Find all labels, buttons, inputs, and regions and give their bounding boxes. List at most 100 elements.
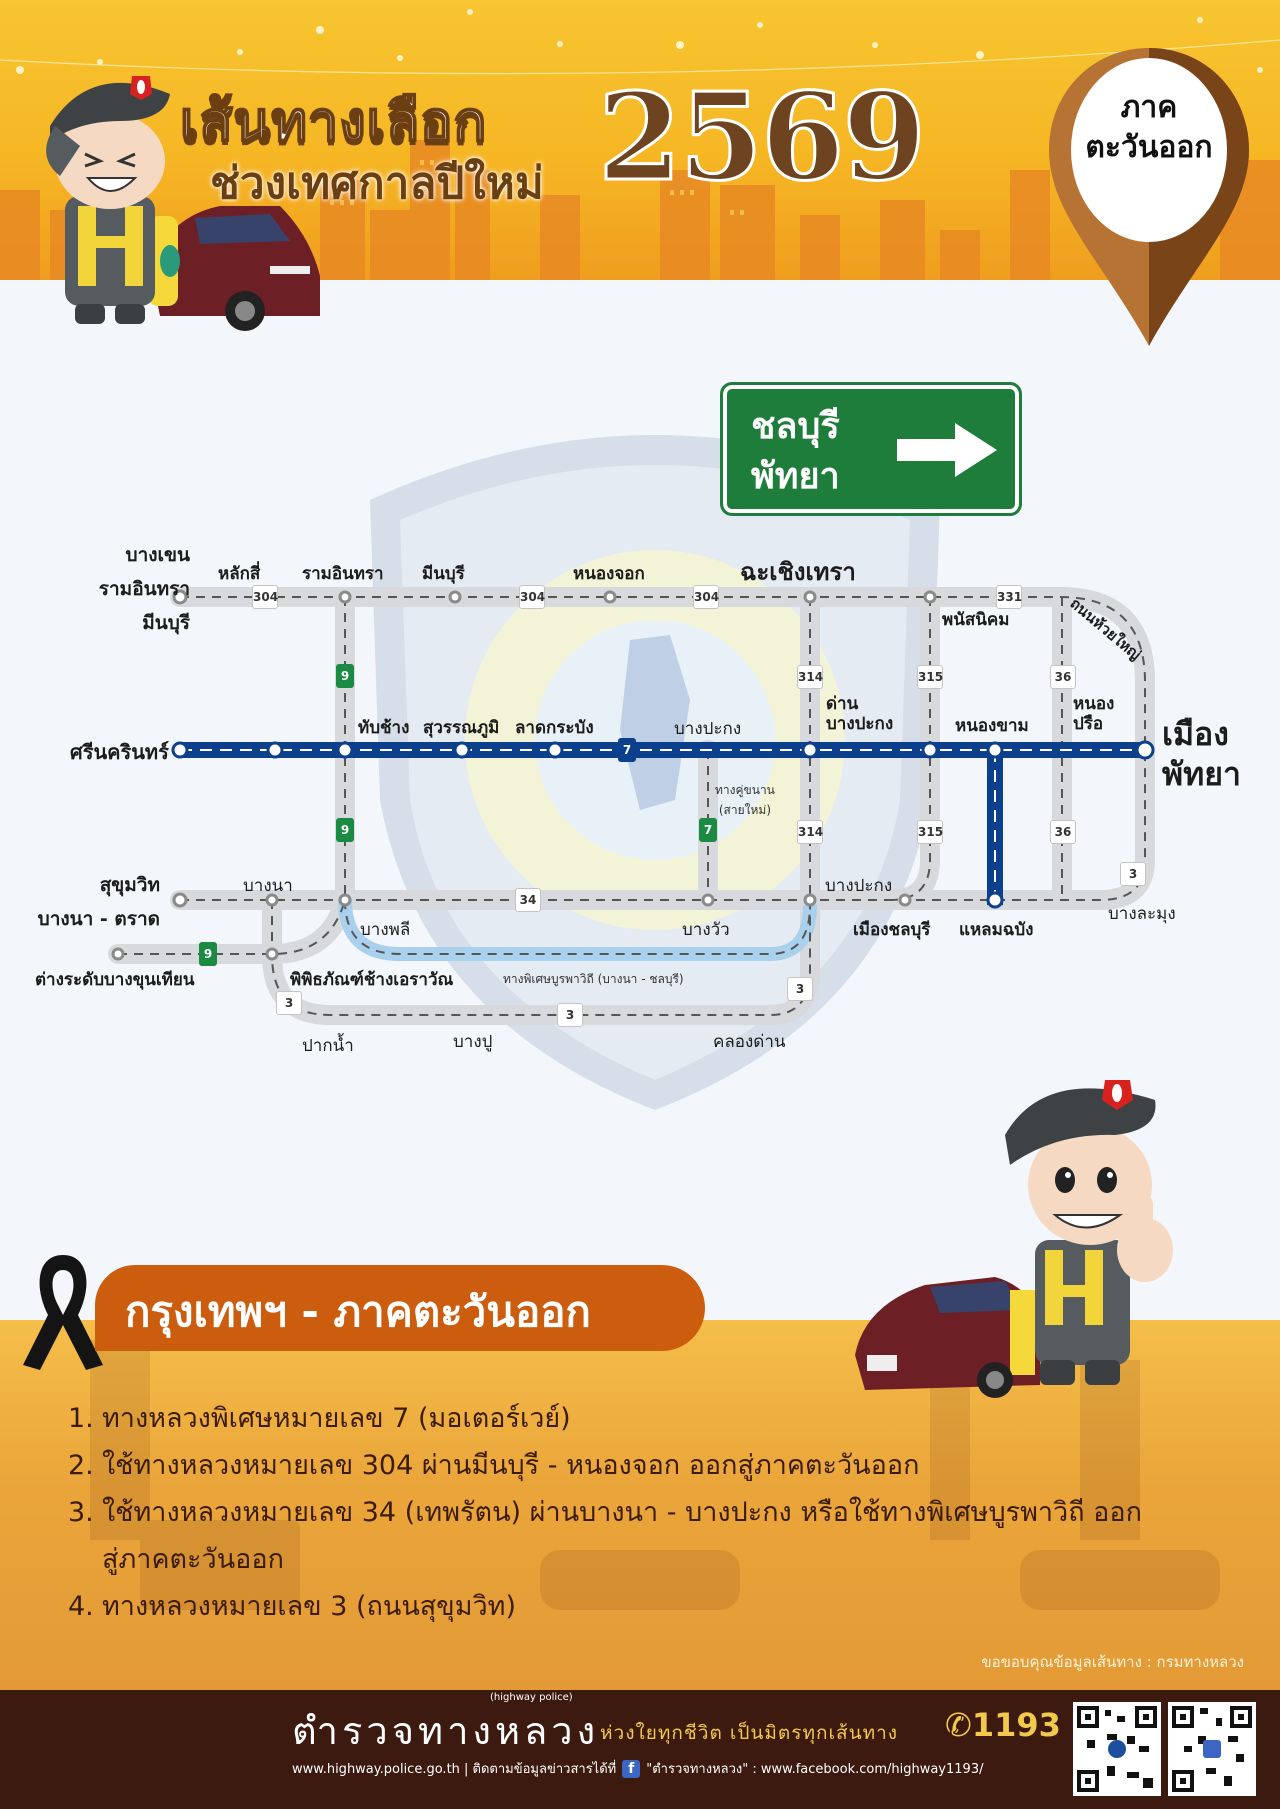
alternate-routes-list: 1. ทางหลวงพิเศษหมายเลข 7 (มอเตอร์เวย์) 2…: [68, 1395, 1228, 1630]
route-shield-36: 36: [1050, 820, 1076, 844]
data-source-credit: ขอขอบคุณข้อมูลเส้นทาง : กรมทางหลวง: [981, 1653, 1244, 1671]
row-label-srinagarindra: ศรีนครินทร์: [70, 740, 169, 764]
title-line-2: ช่วงเทศกาลปีใหม่: [210, 158, 544, 209]
motorway-shield-9: 9: [199, 942, 217, 966]
place-bang-pakong-motorway: บางปะกง: [674, 719, 742, 739]
section-title-banner: กรุงเทพฯ - ภาคตะวันออก: [95, 1265, 705, 1351]
route-item: 1. ทางหลวงพิเศษหมายเลข 7 (มอเตอร์เวย์): [68, 1395, 1228, 1442]
place-bang-phli: บางพลี: [360, 920, 411, 940]
sign-destinations: ชลบุรี พัทยา: [751, 401, 840, 501]
footer-links: www.highway.police.go.th | ติดตามข้อมูลข…: [292, 1758, 983, 1779]
route-shield-3: 3: [557, 1003, 583, 1027]
footer-english-label: (highway police): [490, 1692, 573, 1703]
routes-panel-background: [0, 1320, 1280, 1690]
city-skyline-decoration: [0, 140, 1280, 290]
motorway-shield-9: 9: [336, 818, 354, 842]
route-shield-36: 36: [1050, 665, 1076, 689]
route-number: 3.: [68, 1497, 94, 1528]
hotline-number: ✆1193: [945, 1706, 1061, 1744]
location-pin-icon: [1049, 48, 1249, 346]
route-text: ใช้ทางหลวงหมายเลข 34 (เทพรัตน) ผ่านบางนา…: [102, 1497, 1142, 1575]
route-item: 2. ใช้ทางหลวงหมายเลข 304 ผ่านมีนบุรี - ห…: [68, 1442, 1228, 1489]
place-pak-nam: ปากน้ำ: [302, 1036, 354, 1056]
place-mueang-chonburi: เมืองชลบุรี: [853, 920, 931, 940]
place-bang-khun-thian: ต่างระดับบางขุนเทียน: [35, 970, 195, 990]
route-shield-314: 314: [797, 820, 823, 844]
row-label-ram-inthra: บางเขน รามอินทรา มีนบุรี: [40, 538, 190, 640]
sign-line-1: ชลบุรี: [751, 405, 840, 447]
route-shield-304: 304: [252, 585, 278, 609]
row-label-line: มีนบุรี: [142, 612, 190, 634]
place-dan-bang-pakong: ด่าน บางปะกง: [826, 694, 893, 734]
place-bang-lamung: บางละมุง: [1108, 904, 1176, 924]
place-bang-wua: บางวัว: [682, 920, 730, 940]
place-phanat-nikhom: พนัสนิคม: [942, 610, 1010, 630]
qr-code-icon: [1077, 1706, 1157, 1792]
police-mascot-thumbs-up: [855, 1080, 1173, 1398]
motorway-shield-7: 7: [699, 818, 717, 842]
motorway-7-route: [172, 742, 1153, 905]
place-nong-chok: หนองจอก: [573, 564, 645, 584]
route-text: ทางหลวงหมายเลข 3 (ถนนสุขุมวิท): [102, 1591, 517, 1622]
route-number: 4.: [68, 1591, 94, 1622]
route-number: 2.: [68, 1450, 94, 1481]
police-mascot-saluting: [46, 76, 320, 331]
route-shield-304: 304: [693, 585, 719, 609]
region-label-line-2: ตะวันออก: [1085, 130, 1213, 165]
facebook-icon: f: [622, 1759, 641, 1778]
place-line: หนอง: [1073, 694, 1115, 714]
header-bottom-edge: [0, 280, 1280, 290]
route-shield-34: 34: [515, 888, 541, 912]
place-line: (สายใหม่): [718, 803, 772, 817]
place-nong-prue: หนอง ปรือ: [1073, 694, 1114, 734]
faded-traffic-decoration: [90, 1340, 1220, 1610]
black-mourning-ribbon-icon: [23, 1255, 103, 1370]
place-suvarnabhumi: สุวรรณภูมิ: [423, 718, 500, 738]
place-laem-chabang: แหลมฉบัง: [959, 920, 1034, 940]
title-line-1: เส้นทางเลือก: [179, 89, 488, 154]
place-thap-chang: ทับช้าง: [358, 718, 410, 738]
route-shield-3: 3: [276, 991, 302, 1015]
route-text: ใช้ทางหลวงหมายเลข 304 ผ่านมีนบุรี - หนอง…: [102, 1450, 920, 1481]
place-ram-inthra: รามอินทรา: [302, 564, 384, 584]
route-shield-3: 3: [1120, 862, 1146, 886]
qr-code-website[interactable]: [1073, 1702, 1161, 1796]
place-min-buri: มีนบุรี: [422, 564, 465, 584]
sign-line-2: พัทยา: [751, 455, 840, 497]
region-label: ภาค ตะวันออก: [1065, 88, 1233, 168]
place-frontage-road: ทางคู่ขนาน (สายใหม่): [715, 780, 775, 820]
place-erawan-museum: พิพิธภัณฑ์ช้างเอราวัณ: [290, 970, 454, 990]
motorway-shield-7: 7: [618, 738, 636, 762]
place-line: ปรือ: [1073, 714, 1104, 734]
qr-code-facebook[interactable]: [1168, 1702, 1256, 1796]
destination-line: เมือง: [1162, 715, 1229, 753]
route-shield-3: 3: [787, 977, 813, 1001]
route-shield-315: 315: [917, 820, 943, 844]
place-chachoengsao: ฉะเชิงเทรา: [740, 558, 856, 586]
row-label-sukhumvit: สุขุมวิท บางนา - ตราด: [20, 868, 160, 936]
place-khlong-dan: คลองด่าน: [713, 1032, 786, 1052]
facebook-link[interactable]: "ตำรวจทางหลวง" : www.facebook.com/highwa…: [646, 1762, 984, 1777]
place-line: ทางคู่ขนาน: [715, 783, 775, 797]
destination-line: พัทยา: [1162, 755, 1241, 793]
footer-org-name: ตำรวจทางหลวง: [292, 1709, 600, 1753]
footer: [0, 1690, 1280, 1809]
motorway-shield-9: 9: [336, 664, 354, 688]
route-text: ทางหลวงพิเศษหมายเลข 7 (มอเตอร์เวย์): [102, 1403, 571, 1434]
row-label-line: บางเขน: [125, 544, 190, 566]
route-shield-331: 331: [996, 585, 1022, 609]
website-link[interactable]: www.highway.police.go.th | ติดตามข้อมูลข…: [292, 1762, 617, 1777]
route-item: 4. ทางหลวงหมายเลข 3 (ถนนสุขุมวิท): [68, 1583, 1228, 1630]
place-lak-si: หลักสี่: [218, 564, 261, 584]
destination-pattaya: เมือง พัทยา: [1162, 714, 1241, 794]
route-map: [0, 290, 1280, 1250]
row-label-line: รามอินทรา: [98, 578, 190, 600]
place-line: บางปะกง: [826, 714, 894, 734]
place-bang-na: บางนา: [243, 876, 293, 896]
section-title: กรุงเทพฯ - ภาคตะวันออก: [125, 1287, 591, 1336]
route-shield-314: 314: [797, 665, 823, 689]
direction-sign-chonburi-pattaya: ชลบุรี พัทยา: [720, 382, 1022, 516]
year-title: 2569: [597, 67, 928, 208]
route-shield-304: 304: [519, 585, 545, 609]
right-arrow-icon: [897, 423, 997, 477]
